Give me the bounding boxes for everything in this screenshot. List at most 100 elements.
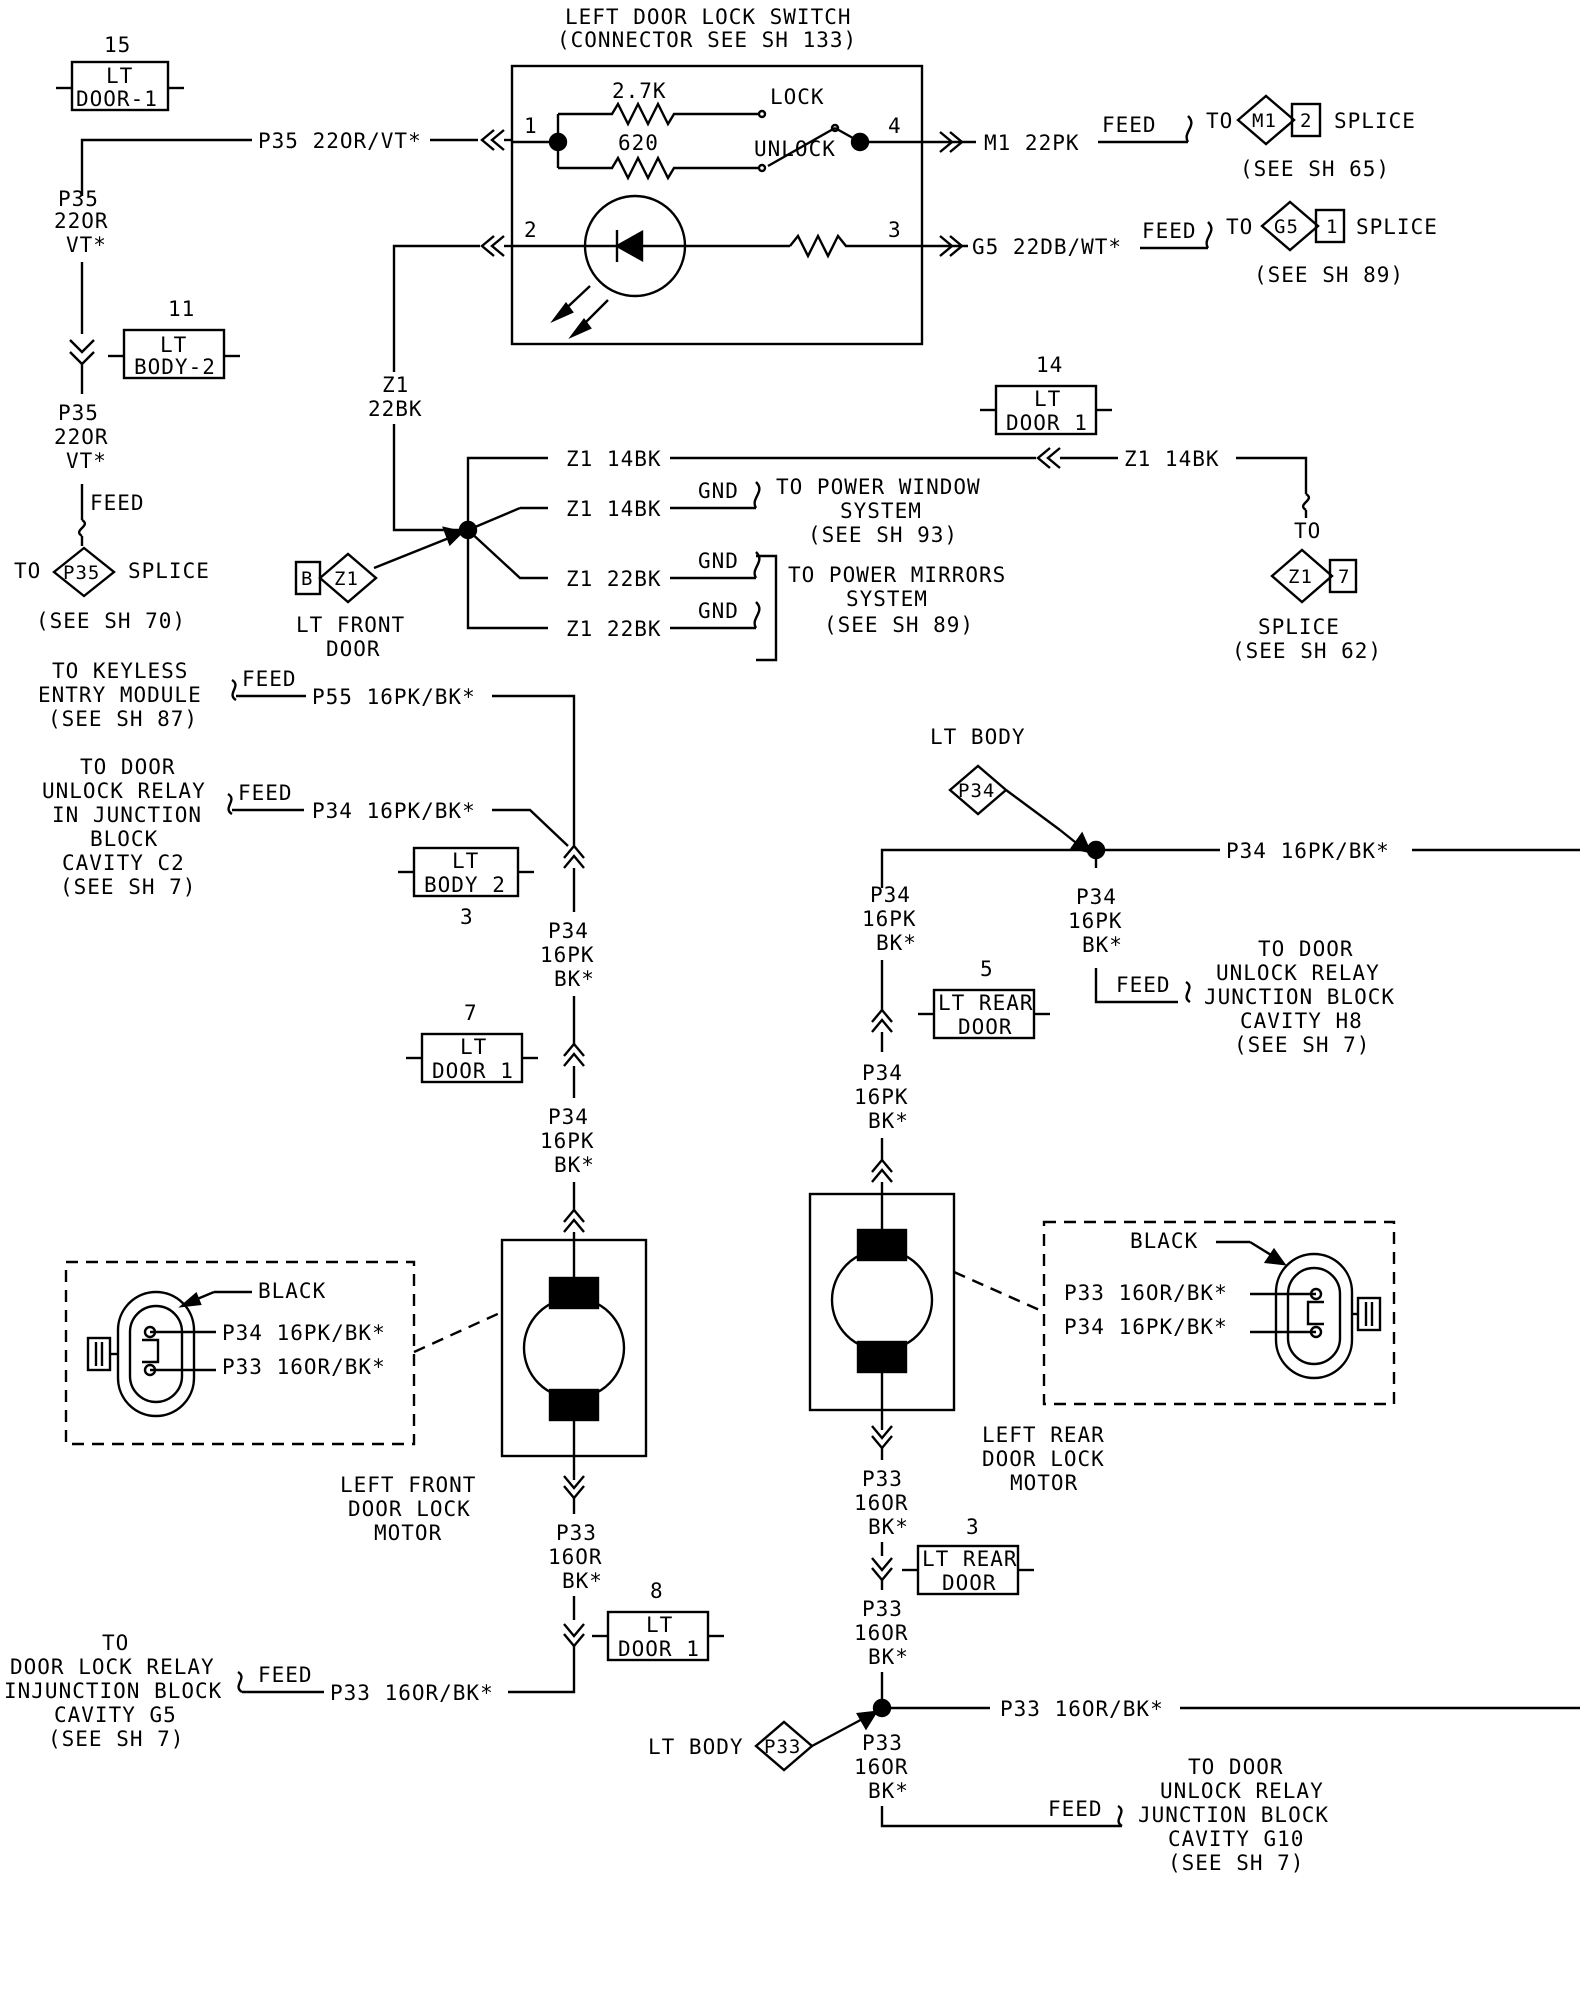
connector-8-l2: DOOR 1 xyxy=(618,1637,700,1661)
p33-r1-1: P33 xyxy=(862,1467,903,1491)
p35-b-1: P35 xyxy=(58,401,99,425)
p33-r2-3: BK* xyxy=(868,1645,909,1669)
right-black-arrowhead xyxy=(1263,1247,1287,1266)
lock-g5-2: DOOR LOCK RELAY xyxy=(10,1655,215,1679)
power-window-3: (SEE SH 93) xyxy=(808,523,958,547)
p35-wire-top xyxy=(80,138,252,196)
lock-g5-break xyxy=(237,1670,243,1694)
connector-5: 5 LT REAR DOOR xyxy=(918,957,1050,1040)
g10-1: TO DOOR xyxy=(1188,1755,1284,1779)
led-resistor xyxy=(789,233,922,259)
right-connector-p33: P33 16OR/BK* xyxy=(1064,1281,1228,1305)
z1-splice-diamond xyxy=(1270,548,1334,604)
p34-right-label: P34 16PK/BK* xyxy=(1226,839,1390,863)
resistor-620-label: 620 xyxy=(618,131,659,155)
p33-g10-wire xyxy=(880,1806,1122,1828)
connector-15-l2: DOOR-1 xyxy=(76,87,158,111)
chevron-c7 xyxy=(563,1042,585,1067)
rear-motor-brush-bottom xyxy=(856,1340,908,1374)
p35-to: TO xyxy=(14,559,41,583)
left-connector-leader xyxy=(413,1310,503,1354)
connector-7: 7 LT DOOR 1 xyxy=(406,1001,538,1084)
front-motor-brush-top xyxy=(548,1276,600,1310)
z1-14-right-label: Z1 14BK xyxy=(1124,447,1220,471)
h8-feed: FEED xyxy=(1116,973,1171,997)
resistor-620 xyxy=(558,155,760,181)
left-connector-inner xyxy=(128,1304,184,1404)
z1-splice-pin-box xyxy=(1328,558,1358,594)
pin1-label: 1 xyxy=(524,114,538,138)
p34-h8-wire xyxy=(1094,968,1178,1004)
z1-pin2-chevron xyxy=(480,235,505,257)
g10-3: JUNCTION BLOCK xyxy=(1138,1803,1329,1827)
m1-feed: FEED xyxy=(1102,113,1157,137)
led-arrowhead-1 xyxy=(550,302,574,323)
lock-g5-1: TO xyxy=(102,1631,129,1655)
p35-chevron-11 xyxy=(69,339,95,366)
g5-circuit: G5 22DB/WT* FEED TO G5 1 SPLICE (SEE SH … xyxy=(922,200,1437,287)
p34-v2-1: P34 xyxy=(548,1105,589,1129)
right-connector-p34: P34 16PK/BK* xyxy=(1064,1315,1228,1339)
z1-branch-14b xyxy=(467,506,521,532)
p35-a-3: VT* xyxy=(66,233,107,257)
unlock-c2-4: BLOCK xyxy=(90,827,158,851)
connector-5-num: 5 xyxy=(980,957,994,981)
h8-5: (SEE SH 7) xyxy=(1234,1033,1370,1057)
connector-3a-l1: LT xyxy=(452,849,479,873)
power-window-1: TO POWER WINDOW xyxy=(776,475,981,499)
z1-14a-label: Z1 14BK xyxy=(566,447,662,471)
unlock-label: UNLOCK xyxy=(754,137,836,161)
connector-3a: LT BODY 2 3 xyxy=(398,846,534,929)
connector-7-l2: DOOR 1 xyxy=(432,1059,514,1083)
unlock-c2-3: IN JUNCTION xyxy=(52,803,202,827)
z1-branch-22a xyxy=(467,529,548,580)
gnd-mirror-label-b: GND xyxy=(698,599,739,623)
lock-g5-3: INJUNCTION BLOCK xyxy=(4,1679,222,1703)
left-front-motor-2: DOOR LOCK xyxy=(348,1497,471,1521)
p33-r3-3: BK* xyxy=(868,1779,909,1803)
chevron-front-motor-top xyxy=(563,1208,585,1233)
ground-arrowhead xyxy=(442,526,465,547)
p35-b-3: VT* xyxy=(66,449,107,473)
left-connector-p33: P33 16OR/BK* xyxy=(222,1355,386,1379)
b-tag: B xyxy=(301,568,313,590)
p35-top-label: P35 22OR/VT* xyxy=(258,129,422,153)
p33-splice-tag: P33 xyxy=(764,1736,801,1758)
connector-3a-l2: BODY 2 xyxy=(424,873,506,897)
left-door-lock-switch: LEFT DOOR LOCK SWITCH (CONNECTOR SEE SH … xyxy=(510,5,924,346)
z1-splice-to: TO xyxy=(1294,519,1321,543)
p34-v1-1: P34 xyxy=(548,919,589,943)
rear-motor-brush-top xyxy=(856,1228,908,1262)
p34-r3-1: P34 xyxy=(862,1061,903,1085)
gnd-mirror-bracket xyxy=(756,554,778,662)
p35-feed-label: FEED xyxy=(90,491,145,515)
connector-11-l2: BODY-2 xyxy=(134,355,216,379)
p34-r1-2: 16PK xyxy=(862,907,917,931)
connector-11-num: 11 xyxy=(168,297,195,321)
m1-see65: (SEE SH 65) xyxy=(1240,157,1390,181)
left-front-motor-3: MOTOR xyxy=(374,1521,442,1545)
p35-b-2: 22OR xyxy=(54,425,109,449)
p33-splice-arrowhead xyxy=(856,1710,879,1731)
chevron-c3a xyxy=(563,844,585,869)
p35-see70: (SEE SH 70) xyxy=(36,609,186,633)
m1-circuit: M1 22PK FEED TO M1 2 SPLICE (SEE SH 65) xyxy=(922,94,1415,181)
unlock-c2-2: UNLOCK RELAY xyxy=(42,779,206,803)
left-connector-p34: P34 16PK/BK* xyxy=(222,1321,386,1345)
lock-g5-4: CAVITY G5 xyxy=(54,1703,177,1727)
connector-7-num: 7 xyxy=(464,1001,478,1025)
p33-bottom-label: P33 16OR/BK* xyxy=(330,1681,494,1705)
m1-label: M1 22PK xyxy=(984,131,1080,155)
pin2-label: 2 xyxy=(524,218,538,242)
p33-r3-1: P33 xyxy=(862,1731,903,1755)
m1-pin-box xyxy=(1290,102,1322,138)
right-connector-latch xyxy=(1356,1296,1382,1332)
chevron-c5 xyxy=(871,1008,893,1033)
p33-splice-diamond xyxy=(754,1720,814,1772)
z1-ground-diamond xyxy=(318,552,378,604)
p34-in-wire xyxy=(492,808,569,847)
keyless-1: TO KEYLESS xyxy=(52,659,188,683)
h8-4: CAVITY H8 xyxy=(1240,1009,1363,1033)
power-mirrors-1: TO POWER MIRRORS xyxy=(788,563,1006,587)
